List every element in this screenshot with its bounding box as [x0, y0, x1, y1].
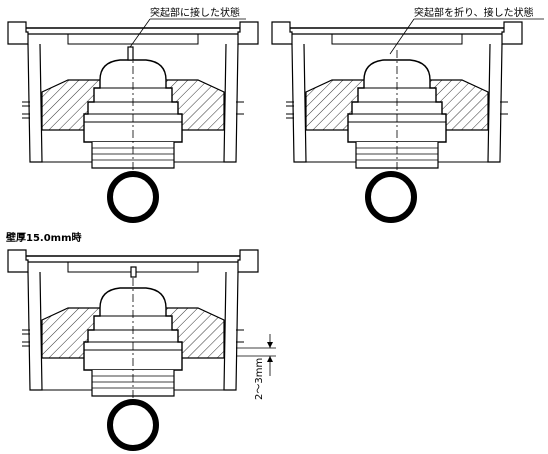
panel-2: 突起部を折り、接した状態	[271, 6, 544, 223]
cross-section-2	[271, 21, 523, 173]
panel-3: 壁厚15.0mm時 2～3mm	[6, 231, 276, 451]
ring-3	[107, 399, 159, 451]
dimension-label: 2～3mm	[254, 358, 265, 400]
panel-1-callout: 突起部に接した状態	[150, 6, 240, 19]
callout-leader	[389, 18, 415, 55]
ring-2	[365, 171, 417, 223]
ring-1	[107, 171, 159, 223]
protrusion	[130, 266, 137, 278]
dimension-marker: 2～3mm	[236, 334, 276, 400]
protrusion	[127, 46, 134, 61]
panel-1: 突起部に接した状態	[7, 6, 259, 223]
panel-2-callout: 突起部を折り、接した状態	[414, 6, 534, 19]
panel-3-heading: 壁厚15.0mm時	[6, 231, 82, 244]
cross-section-1	[7, 21, 259, 173]
